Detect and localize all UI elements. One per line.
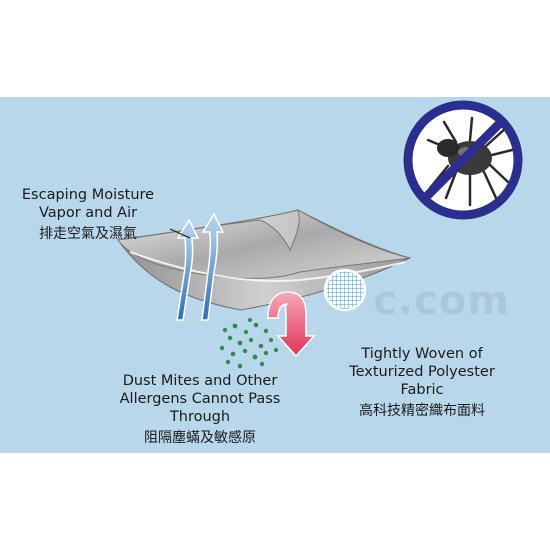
moisture-label-chinese: 排走空氣及濕氣 xyxy=(39,226,137,242)
dust-mites-label: Dust Mites and Other Allergens Cannot Pa… xyxy=(100,372,300,448)
moisture-label: Escaping Moisture Vapor and Air 排走空氣及濕氣 xyxy=(14,186,164,244)
fabric-label-line3: Fabric xyxy=(400,382,444,398)
dust-label-line1: Dust Mites and Other xyxy=(122,373,278,389)
up-arrow-1 xyxy=(176,218,200,321)
dust-label-chinese: 阻隔塵蟎及敏感原 xyxy=(144,430,256,446)
up-arrow-2 xyxy=(201,212,225,321)
moisture-label-line1: Escaping Moisture xyxy=(21,187,155,203)
no-dust-mite-icon xyxy=(403,100,523,220)
blocked-arrow xyxy=(267,291,316,358)
fabric-label-chinese: 高科技精密織布面料 xyxy=(359,403,485,419)
moisture-label-line2: Vapor and Air xyxy=(38,205,138,221)
woven-mesh-icon xyxy=(323,268,367,312)
dust-label-line3: Through xyxy=(169,409,231,425)
fabric-label-line1: Tightly Woven of xyxy=(361,346,483,362)
dust-label-line2: Allergens Cannot Pass xyxy=(119,391,281,407)
watermark: c.com xyxy=(373,278,510,324)
moisture-leader-line xyxy=(169,228,191,239)
fabric-label-line2: Texturized Polyester xyxy=(349,364,495,380)
fabric-label: Tightly Woven of Texturized Polyester Fa… xyxy=(322,345,522,421)
moisture-arrows xyxy=(176,212,225,321)
dust-particles xyxy=(219,318,279,369)
